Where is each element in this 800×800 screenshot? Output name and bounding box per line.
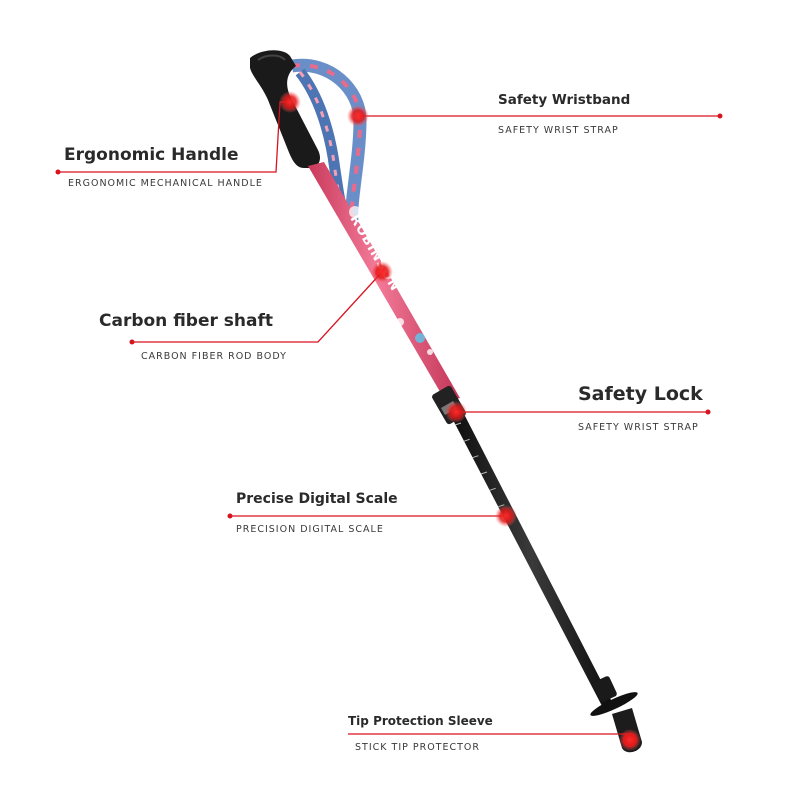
scale-title: Precise Digital Scale	[236, 491, 398, 507]
handle-title: Ergonomic Handle	[64, 145, 239, 165]
lock-subtitle: SAFETY WRIST STRAP	[578, 422, 699, 433]
shaft-subtitle: CARBON FIBER ROD BODY	[141, 351, 287, 362]
brand-text: ROBINSON	[347, 213, 403, 295]
handle-subtitle: ERGONOMIC MECHANICAL HANDLE	[68, 178, 263, 189]
shaft-title: Carbon fiber shaft	[99, 311, 274, 331]
shaft-leader-line	[132, 271, 383, 343]
tip-subtitle: STICK TIP PROTECTOR	[355, 742, 480, 753]
shaft-marker	[371, 261, 393, 283]
tip-marker	[619, 729, 641, 751]
lock-marker	[445, 401, 467, 423]
leader-end-dots	[55, 113, 723, 519]
wristband-subtitle: SAFETY WRIST STRAP	[498, 125, 619, 136]
digital-scale-ticks	[454, 422, 505, 508]
scale-marker	[495, 505, 517, 527]
scale-tick	[454, 422, 462, 426]
scale-tick	[472, 455, 479, 459]
highlight-markers	[279, 91, 641, 751]
lock-title: Safety Lock	[578, 383, 703, 405]
black-shaft-section	[452, 414, 612, 706]
wristband-marker	[347, 105, 369, 127]
scale-tick	[498, 504, 505, 508]
scale-tick	[463, 438, 470, 442]
scale-tick	[489, 487, 496, 491]
handle-marker	[279, 91, 301, 113]
scale-tick	[480, 471, 488, 475]
tip-title: Tip Protection Sleeve	[348, 714, 493, 728]
wristband-title: Safety Wristband	[498, 92, 631, 108]
leader-lines	[58, 101, 720, 735]
scale-subtitle: PRECISION DIGITAL SCALE	[236, 524, 384, 535]
